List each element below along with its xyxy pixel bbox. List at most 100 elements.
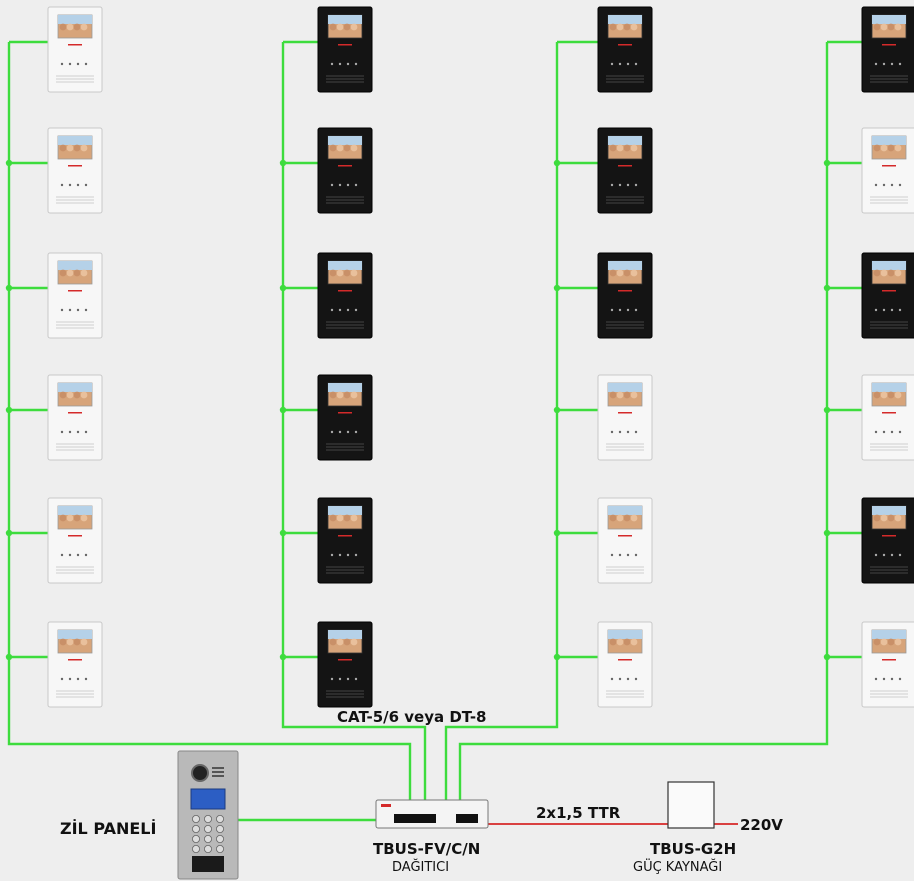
screen-face — [336, 144, 344, 152]
monitor-button — [874, 430, 878, 434]
screen-face — [350, 23, 358, 31]
monitor-button — [84, 62, 88, 66]
screen-face — [343, 23, 351, 31]
screen-face — [880, 391, 888, 399]
screen-face — [873, 144, 881, 152]
monitor-button — [874, 308, 878, 312]
junction-dot — [553, 406, 561, 414]
monitor-button — [626, 677, 630, 681]
screen-face — [336, 514, 344, 522]
screen-face — [609, 144, 617, 152]
monitor-button — [354, 553, 358, 557]
screen-face — [336, 638, 344, 646]
screen-face — [329, 144, 337, 152]
monitor-logo — [338, 44, 352, 46]
psu-model-label: TBUS-G2H — [650, 840, 737, 858]
screen-face — [336, 23, 344, 31]
screen-face — [623, 638, 631, 646]
monitor-button — [346, 553, 350, 557]
screen-sky — [872, 383, 906, 392]
screen-face — [873, 391, 881, 399]
monitor-button — [346, 62, 350, 66]
screen-face — [329, 638, 337, 646]
monitor-button — [610, 308, 614, 312]
screen-sky — [328, 383, 362, 392]
monitor-button — [338, 62, 342, 66]
monitor-logo — [882, 535, 896, 537]
screen-face — [894, 269, 902, 277]
screen-face — [880, 269, 888, 277]
monitor-button — [890, 677, 894, 681]
monitor-button — [354, 308, 358, 312]
monitor-logo — [68, 535, 82, 537]
junction-dot — [553, 159, 561, 167]
keypad-key — [203, 845, 212, 854]
monitor-button — [330, 430, 334, 434]
monitor-button — [882, 183, 886, 187]
monitor-button — [882, 430, 886, 434]
monitor-button — [882, 62, 886, 66]
monitor-button — [330, 308, 334, 312]
monitor-button — [626, 183, 630, 187]
monitor-button — [68, 62, 72, 66]
keypad-key — [191, 815, 200, 824]
monitor-button — [626, 308, 630, 312]
junction-dot — [553, 653, 561, 661]
screen-face — [894, 391, 902, 399]
screen-sky — [608, 630, 642, 639]
monitor-button — [898, 430, 902, 434]
monitor-button — [634, 430, 638, 434]
monitor-button — [898, 62, 902, 66]
keypad-key — [203, 825, 212, 834]
screen-sky — [328, 15, 362, 24]
keypad-key — [216, 825, 225, 834]
monitor-button — [60, 62, 64, 66]
monitor-black — [597, 6, 653, 93]
monitor-button — [874, 62, 878, 66]
screen-face — [329, 23, 337, 31]
monitor-button — [354, 430, 358, 434]
monitor-black — [597, 252, 653, 339]
monitor-button — [890, 183, 894, 187]
screen-face — [616, 269, 624, 277]
monitor-button — [76, 62, 80, 66]
screen-face — [80, 391, 88, 399]
screen-face — [66, 269, 74, 277]
monitor-button — [346, 430, 350, 434]
screen-face — [336, 391, 344, 399]
door-panel — [177, 750, 239, 880]
monitor-button — [338, 183, 342, 187]
monitor-button — [338, 677, 342, 681]
monitor-button — [890, 308, 894, 312]
screen-face — [873, 269, 881, 277]
monitor-button — [354, 62, 358, 66]
screen-face — [887, 514, 895, 522]
junction-dot — [279, 284, 287, 292]
monitor-button — [898, 308, 902, 312]
screen-face — [59, 269, 67, 277]
monitor-logo — [882, 412, 896, 414]
bus-line — [7, 42, 412, 800]
junction-dot — [823, 529, 831, 537]
keypad-key — [191, 835, 200, 844]
screen-face — [350, 144, 358, 152]
screen-sky — [58, 383, 92, 392]
monitor-button — [898, 553, 902, 557]
screen-face — [343, 514, 351, 522]
monitor-button — [76, 430, 80, 434]
monitor-logo — [618, 44, 632, 46]
mains-label: 220V — [740, 816, 783, 834]
monitor-button — [610, 183, 614, 187]
screen-face — [630, 144, 638, 152]
screen-face — [73, 391, 81, 399]
junction-dot — [823, 284, 831, 292]
monitor-button — [634, 677, 638, 681]
panel-display — [190, 788, 226, 810]
screen-face — [880, 144, 888, 152]
monitor-button — [346, 183, 350, 187]
screen-face — [80, 638, 88, 646]
monitor-button — [634, 553, 638, 557]
screen-sky — [872, 506, 906, 515]
screen-face — [350, 269, 358, 277]
junction-dot — [279, 406, 287, 414]
